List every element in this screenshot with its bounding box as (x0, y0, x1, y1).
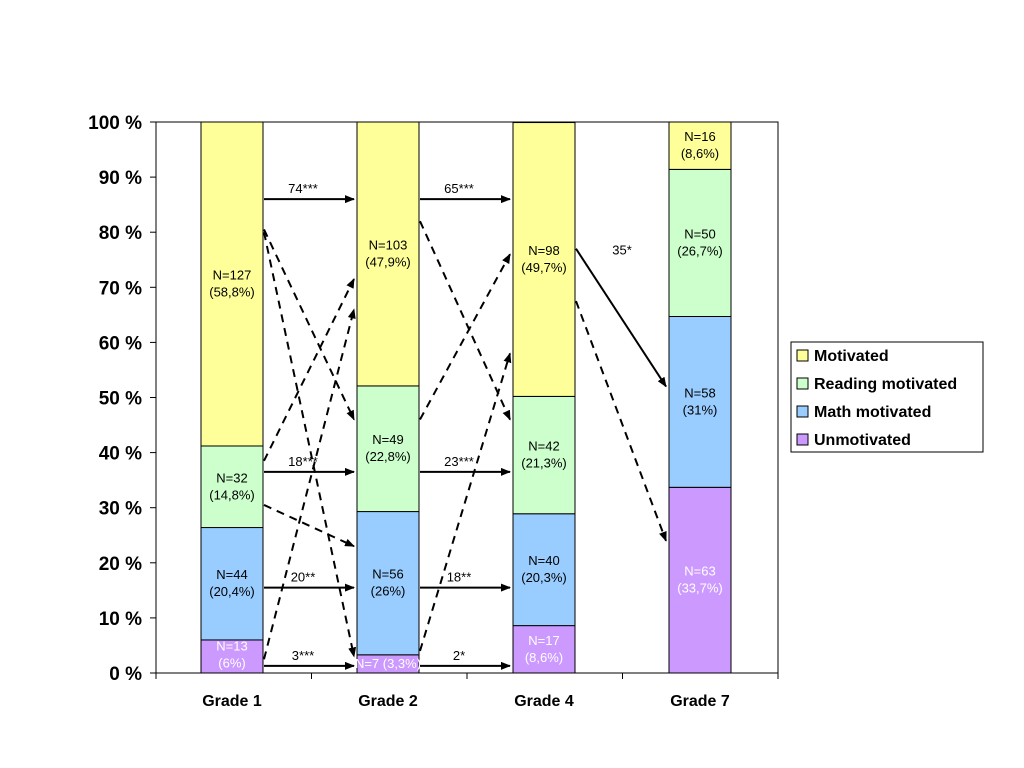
data-label-unmotivated-2-0: N=17 (528, 633, 559, 648)
transition-label-0: 74*** (288, 181, 318, 196)
transition-arrow-4 (263, 229, 355, 421)
bar-segment-motivated-0 (200, 121, 264, 447)
transition-label-16: 35* (612, 243, 632, 258)
y-tick-label-3: 30 % (99, 499, 142, 520)
bar-segment-motivated-2 (512, 122, 576, 397)
y-tick-label-6: 60 % (99, 333, 142, 354)
data-label-reading-motivated-0-1: (14,8%) (209, 487, 255, 502)
transition-label-3: 3*** (292, 648, 314, 663)
axes-layer: 0 % 10 % 20 % 30 % 40 % 50 % 60 % 70 % 80 % 90 % 1… (88, 113, 779, 710)
data-label-motivated-2-1: (49,7%) (521, 260, 567, 275)
data-label-reading-motivated-2-0: N=42 (528, 439, 559, 454)
transition-arrow-8 (263, 308, 356, 660)
x-tick-label-3: Grade 7 (670, 693, 730, 710)
data-label-motivated-3-1: (8,6%) (681, 146, 719, 161)
y-tick-label-7: 70 % (99, 278, 142, 299)
transition-label-12: 2* (453, 648, 465, 663)
bar-segment-motivated-1 (356, 121, 420, 387)
data-label-motivated-1-1: (47,9%) (365, 254, 411, 269)
y-tick-label-9: 90 % (99, 168, 142, 189)
bar-segment-unmotivated-3 (668, 486, 732, 674)
legend-label-2: Math motivated (814, 404, 931, 421)
x-tick-label-0: Grade 1 (202, 693, 262, 710)
data-label-math-motivated-0-0: N=44 (216, 567, 247, 582)
data-label-math-motivated-3-1: (31%) (683, 402, 718, 417)
legend-label-3: Unmotivated (814, 432, 911, 449)
bars-layer: N=13 (6%) N=44 (20,4%) N=32 (14,8%) N=127 (58,8… (200, 121, 732, 674)
data-label-motivated-3-0: N=16 (684, 129, 715, 144)
legend-label-1: Reading motivated (814, 376, 957, 393)
data-label-math-motivated-2-1: (20,3%) (521, 570, 567, 585)
data-label-math-motivated-0-1: (20,4%) (209, 584, 255, 599)
data-label-unmotivated-2-1: (8,6%) (525, 650, 563, 665)
data-label-unmotivated-1-0: N=7 (3,3%) (355, 656, 421, 671)
data-label-motivated-0-0: N=127 (213, 267, 252, 282)
data-label-unmotivated-3-0: N=63 (684, 564, 715, 579)
transition-arrow-7 (263, 504, 355, 548)
transition-arrow-14 (419, 253, 511, 421)
bar-segment-reading-motivated-1 (356, 385, 420, 513)
legend-box (790, 341, 984, 453)
y-tick-label-0: 0 % (109, 664, 142, 685)
transition-arrow-5 (263, 231, 357, 658)
data-label-math-motivated-2-0: N=40 (528, 553, 559, 568)
data-label-reading-motivated-0-0: N=32 (216, 470, 247, 485)
bar-segment-unmotivated-0 (200, 639, 264, 674)
bar-segment-math-motivated-3 (668, 316, 732, 488)
bar-segment-math-motivated-2 (512, 513, 576, 627)
transition-arrow-15 (419, 352, 512, 652)
bar-segment-motivated-3 (668, 121, 732, 170)
data-label-reading-motivated-3-1: (26,7%) (677, 243, 723, 258)
data-label-unmotivated-3-1: (33,7%) (677, 581, 723, 596)
transition-label-2: 20** (291, 570, 316, 585)
x-tick-label-2: Grade 4 (514, 693, 574, 710)
bar-segment-unmotivated-2 (512, 625, 576, 674)
x-tick-label-1: Grade 2 (358, 693, 418, 710)
data-label-math-motivated-1-0: N=56 (372, 567, 403, 582)
data-label-reading-motivated-1-1: (22,8%) (365, 449, 411, 464)
data-label-reading-motivated-2-1: (21,3%) (521, 456, 567, 471)
bar-segment-reading-motivated-3 (668, 168, 732, 318)
data-label-motivated-0-1: (58,8%) (209, 284, 255, 299)
legend-swatch-3 (796, 433, 809, 446)
transition-arrow-16 (575, 248, 667, 388)
transition-label-1: 18*** (288, 454, 318, 469)
transition-arrows-layer: 74*** 18*** 20** 3*** 65*** 23*** 18** 2* 35* (263, 181, 667, 670)
bar-segment-reading-motivated-2 (512, 395, 576, 515)
data-label-unmotivated-0-0: N=13 (216, 638, 247, 653)
y-tick-label-8: 80 % (99, 223, 142, 244)
transition-label-10: 23*** (444, 454, 474, 469)
y-tick-label-2: 20 % (99, 554, 142, 575)
data-label-math-motivated-1-1: (26%) (371, 584, 406, 599)
y-tick-label-10: 100 % (88, 113, 142, 134)
y-tick-label-1: 10 % (99, 609, 142, 630)
data-label-unmotivated-0-1: (6%) (218, 655, 245, 670)
transition-label-9: 65*** (444, 181, 474, 196)
data-label-reading-motivated-1-0: N=49 (372, 432, 403, 447)
y-tick-label-4: 40 % (99, 444, 142, 465)
transition-arrow-6 (263, 278, 355, 462)
transition-arrow-17 (575, 300, 667, 542)
bar-segment-math-motivated-1 (356, 511, 420, 656)
bar-segment-reading-motivated-0 (200, 445, 264, 529)
legend-swatch-1 (796, 377, 809, 390)
legend-label-0: Motivated (814, 348, 889, 365)
data-label-motivated-2-0: N=98 (528, 243, 559, 258)
transition-label-11: 18** (447, 570, 472, 585)
data-label-math-motivated-3-0: N=58 (684, 385, 715, 400)
data-label-motivated-1-0: N=103 (369, 237, 408, 252)
y-tick-label-5: 50 % (99, 389, 142, 410)
data-label-reading-motivated-3-0: N=50 (684, 226, 715, 241)
legend-swatch-0 (796, 349, 809, 362)
legend-swatch-2 (796, 405, 809, 418)
bar-segment-math-motivated-0 (200, 527, 264, 641)
